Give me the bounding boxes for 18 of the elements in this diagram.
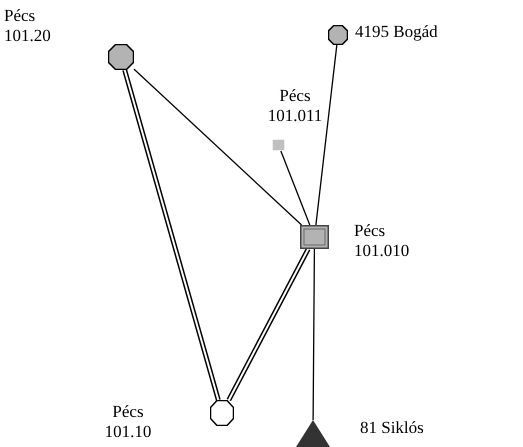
triangle-symbol xyxy=(296,420,330,447)
double-line-connector xyxy=(226,248,310,402)
node-label: 81 Siklós xyxy=(360,418,424,437)
connector-line xyxy=(134,68,302,226)
square-symbol xyxy=(272,139,285,151)
node-label: Pécs 101.011 xyxy=(268,86,322,126)
connector-line xyxy=(312,249,316,420)
square-symbol xyxy=(300,225,329,249)
octagon-symbol xyxy=(210,400,234,426)
double-line-connector xyxy=(122,69,221,401)
node-label: Pécs 101.10 xyxy=(104,402,152,442)
octagon-symbol xyxy=(108,44,134,70)
node-label: 4195 Bogád xyxy=(355,22,438,41)
node-label: Pécs 101.010 xyxy=(354,221,410,260)
node-label: Pécs 101.20 xyxy=(4,6,51,46)
octagon-symbol xyxy=(328,25,348,45)
connector-line xyxy=(280,150,310,226)
connector-line xyxy=(315,44,338,226)
